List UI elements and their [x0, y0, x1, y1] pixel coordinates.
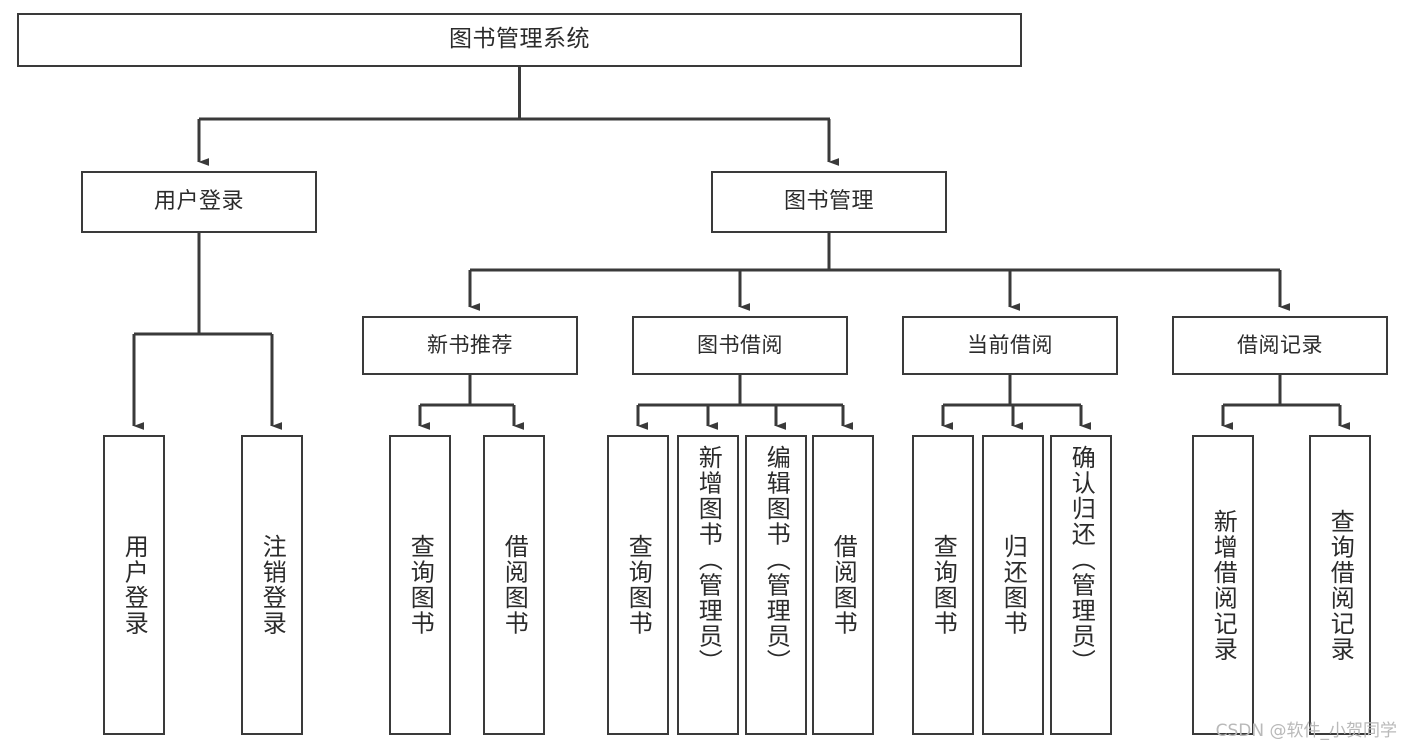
node-book-management-system[interactable]: 图书管理系统: [17, 13, 1022, 67]
node-leaf-query-book-current[interactable]: 查询图书: [912, 435, 974, 735]
node-label: 查询图书: [406, 534, 435, 636]
node-label: 借阅记录: [1237, 332, 1323, 357]
node-label: 新书推荐: [427, 332, 513, 357]
node-label: 当前借阅: [967, 332, 1053, 357]
node-user-login[interactable]: 用户登录: [81, 171, 317, 233]
node-label: 查询图书: [929, 534, 958, 636]
node-label: 图书管理: [783, 188, 874, 214]
node-book-management[interactable]: 图书管理: [711, 171, 947, 233]
node-label: 查询借阅记录: [1326, 508, 1355, 662]
node-label: 用户登录: [120, 534, 149, 636]
node-leaf-return-book[interactable]: 归还图书: [982, 435, 1044, 735]
node-label: 编辑图书（管理员）: [762, 445, 791, 675]
node-label: 图书借阅: [697, 332, 783, 357]
node-book-borrowing[interactable]: 图书借阅: [632, 316, 848, 375]
node-label: 注销登录: [258, 534, 287, 636]
node-label: 用户登录: [153, 188, 244, 214]
node-label: 借阅图书: [500, 534, 529, 636]
node-label: 新增借阅记录: [1209, 508, 1238, 662]
node-leaf-confirm-return-admin[interactable]: 确认归还（管理员）: [1050, 435, 1112, 735]
node-leaf-edit-book-admin[interactable]: 编辑图书（管理员）: [745, 435, 807, 735]
node-current-borrowing[interactable]: 当前借阅: [902, 316, 1118, 375]
node-leaf-query-book-recommendation[interactable]: 查询图书: [389, 435, 451, 735]
node-label: 确认归还（管理员）: [1067, 445, 1096, 675]
node-leaf-add-book-admin[interactable]: 新增图书（管理员）: [677, 435, 739, 735]
node-leaf-borrow-book-recommendation[interactable]: 借阅图书: [483, 435, 545, 735]
node-label: 归还图书: [999, 534, 1028, 636]
node-leaf-user-login[interactable]: 用户登录: [103, 435, 165, 735]
node-label: 新增图书（管理员）: [694, 445, 723, 675]
node-label: 查询图书: [624, 534, 653, 636]
node-leaf-query-borrowing-record[interactable]: 查询借阅记录: [1309, 435, 1371, 735]
node-new-book-recommendation[interactable]: 新书推荐: [362, 316, 578, 375]
node-label: 借阅图书: [829, 534, 858, 636]
node-leaf-borrow-book[interactable]: 借阅图书: [812, 435, 874, 735]
node-leaf-user-logout[interactable]: 注销登录: [241, 435, 303, 735]
node-borrowing-record[interactable]: 借阅记录: [1172, 316, 1388, 375]
node-leaf-query-book-borrowing[interactable]: 查询图书: [607, 435, 669, 735]
node-leaf-add-borrowing-record[interactable]: 新增借阅记录: [1192, 435, 1254, 735]
node-label: 图书管理系统: [449, 26, 590, 53]
